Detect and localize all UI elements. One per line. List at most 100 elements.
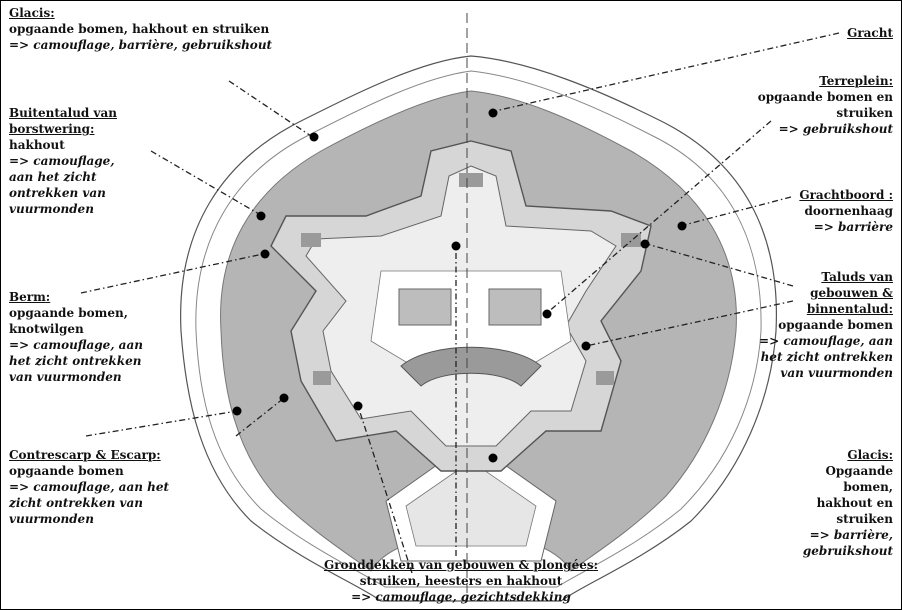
bastion-building-e xyxy=(596,371,614,385)
label-taluds: Taluds van gebouwen & binnentalud: opgaa… xyxy=(759,269,893,381)
label-glacis-bottom: Glacis: Opgaande bomen, hakhout en strui… xyxy=(803,447,893,559)
leader-contrescarp-1 xyxy=(85,410,238,437)
leader-grachtboord xyxy=(683,196,792,226)
bastion-building-ne xyxy=(621,233,641,247)
leader-gronddekken-1 xyxy=(357,405,413,574)
glacis-bottom-desc-3: hakhout en xyxy=(816,496,893,510)
berm-effect-3: van vuurmonden xyxy=(9,370,122,384)
dot-berm xyxy=(260,249,270,259)
taluds-title-suffix: : xyxy=(888,302,893,316)
leader-gracht xyxy=(494,32,840,112)
buitentalud-desc: hakhout xyxy=(9,138,65,152)
dot-buitentalud xyxy=(256,211,266,221)
grachtboord-title: Grachtboord xyxy=(799,188,885,202)
label-gracht: Gracht xyxy=(847,25,893,41)
contrescarp-title: Contrescarp & Escarp xyxy=(9,448,157,462)
central-building xyxy=(400,346,542,387)
dot-taluds-1 xyxy=(640,239,650,249)
buitentalud-title-1: Buitentalud van xyxy=(9,106,117,120)
terreplein-desc-1: opgaande bomen en xyxy=(757,90,893,104)
taluds-title-1: Taluds van xyxy=(821,270,893,284)
taluds-effect-2: het zicht ontrekken xyxy=(760,350,893,364)
taluds-title-3: binnentalud xyxy=(806,302,889,316)
contrescarp-effect-3: vuurmonden xyxy=(9,512,94,526)
glacis-bottom-desc-4: struiken xyxy=(836,512,893,526)
berm-effect-2: het zicht ontrekken xyxy=(9,354,142,368)
taluds-title-2: gebouwen & xyxy=(810,286,893,300)
leader-buitentalud xyxy=(150,150,260,215)
contrescarp-title-suffix: : xyxy=(156,448,161,462)
buitentalud-effect-4: vuurmonden xyxy=(9,202,94,216)
contrescarp-effect-2: zicht ontrekken van xyxy=(9,496,143,510)
marker-dots xyxy=(232,108,687,463)
contrescarp-desc: opgaande bomen xyxy=(9,464,124,478)
glacis-top-desc: opgaande bomen, hakhout en struiken xyxy=(9,22,270,36)
berm-title-suffix: : xyxy=(45,290,51,304)
berm-effect-1: => camouflage, aan xyxy=(9,338,143,352)
gronddekken-title: Gronddekken van gebouwen & plongées xyxy=(323,558,594,572)
leader-contrescarp-2 xyxy=(235,397,285,437)
leader-lines xyxy=(80,32,840,574)
dot-gracht xyxy=(488,108,498,118)
terreplein-title: Terreplein xyxy=(819,74,889,88)
taluds-desc: opgaande bomen xyxy=(778,318,893,332)
dot-contrescarp-2 xyxy=(279,393,289,403)
label-glacis-top: Glacis: opgaande bomen, hakhout en strui… xyxy=(9,5,272,53)
label-grachtboord: Grachtboord : doornenhaag => barrière xyxy=(799,187,893,235)
glacis-top-title-suffix: : xyxy=(50,6,55,20)
glacis-bottom-title-suffix: : xyxy=(888,448,893,462)
glacis-bottom-desc-2: bomen, xyxy=(843,480,893,494)
grachtboord-effect: => barrière xyxy=(813,220,893,234)
glacis-bottom-desc-1: Opgaande xyxy=(825,464,893,478)
berm-desc-1: opgaande bomen, xyxy=(9,306,128,320)
berm-title: Berm xyxy=(9,290,46,304)
label-terreplein: Terreplein: opgaande bomen en struiken =… xyxy=(758,73,893,137)
leader-taluds-1 xyxy=(646,243,794,287)
berm-desc-2: knotwilgen xyxy=(9,322,84,336)
bastion-building-w xyxy=(313,371,331,385)
grachtboord-desc: doornenhaag xyxy=(804,204,893,218)
bastion-building-nw xyxy=(301,233,321,247)
leader-terreplein xyxy=(546,120,772,314)
terreplein-title-suffix: : xyxy=(888,74,893,88)
building-left xyxy=(398,288,452,326)
gracht-title: Gracht xyxy=(847,26,893,40)
glacis-top-effect: => camouflage, barrière, gebruikshout xyxy=(9,38,273,52)
buitentalud-title-2: borstwering xyxy=(9,122,90,136)
glacis-bottom-effect-2: gebruikshout xyxy=(802,544,893,558)
gronddekken-desc: struiken, heesters en hakhout xyxy=(359,574,563,588)
label-buitentalud: Buitentalud van borstwering: hakhout => … xyxy=(9,105,117,217)
dot-gronddekken-1 xyxy=(353,401,363,411)
dot-taluds-2 xyxy=(581,341,591,351)
building-right xyxy=(488,288,542,326)
dot-gronddekken-2 xyxy=(451,241,461,251)
glacis-bottom-effect-1: => barrière, xyxy=(809,528,893,542)
leader-glacis-top xyxy=(228,80,312,137)
leader-taluds-2 xyxy=(585,300,794,347)
label-contrescarp: Contrescarp & Escarp: opgaande bomen => … xyxy=(9,447,169,527)
buitentalud-effect-1: => camouflage, xyxy=(9,154,115,168)
terreplein-effect: => gebruikshout xyxy=(778,122,893,136)
terreplein-desc-2: struiken xyxy=(836,106,893,120)
dot-terreplein xyxy=(542,309,552,319)
gronddekken-title-suffix: : xyxy=(593,558,599,572)
label-berm: Berm: opgaande bomen, knotwilgen => camo… xyxy=(9,289,143,385)
contrescarp-effect-1: => camouflage, aan het xyxy=(9,480,170,494)
label-gronddekken: Gronddekken van gebouwen & plongées: str… xyxy=(301,557,621,605)
buitentalud-effect-2: aan het zicht xyxy=(9,170,97,184)
dot-glacis-top xyxy=(309,132,319,142)
glacis-inner-outline xyxy=(195,70,762,588)
dot-grachtboord xyxy=(677,221,687,231)
glacis-bottom-title: Glacis xyxy=(847,448,889,462)
bastion-building-n xyxy=(459,173,483,187)
dot-contrescarp-1 xyxy=(232,406,242,416)
taluds-effect-1: => camouflage, aan xyxy=(759,334,893,348)
dot-glacis-bottom xyxy=(488,453,498,463)
buitentalud-effect-3: ontrekken van xyxy=(9,186,106,200)
gronddekken-effect: => camouflage, gezichtsdekking xyxy=(351,590,571,604)
leader-berm xyxy=(80,253,264,294)
grachtboord-title-suffix: : xyxy=(884,188,893,202)
taluds-effect-3: van vuurmonden xyxy=(780,366,893,380)
